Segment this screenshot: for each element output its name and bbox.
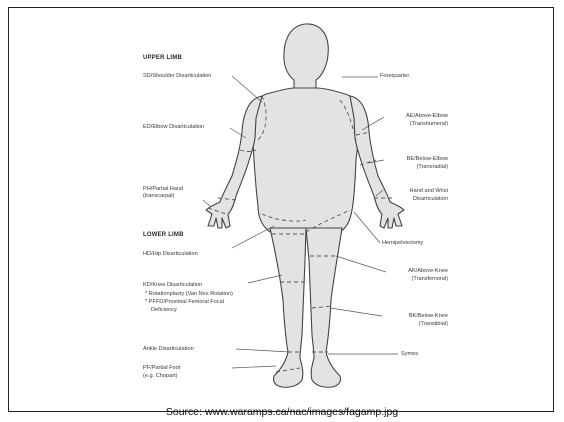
- upper-limb-heading: UPPER LIMB: [143, 55, 182, 61]
- label-below-elbow: BE/Below-Elbow: [386, 156, 448, 163]
- label-above-elbow-sub: (Transhumeral): [386, 121, 448, 128]
- left-leg: [270, 228, 306, 387]
- label-below-knee-sub: (Transtibial): [386, 321, 448, 328]
- human-figure: [206, 24, 404, 387]
- label-ankle-disarticulation: Ankle Disarticulation: [143, 346, 194, 353]
- right-leg: [306, 228, 342, 387]
- lower-limb-heading: LOWER LIMB: [143, 232, 184, 238]
- label-above-knee-sub: (Transfemoral): [386, 276, 448, 283]
- label-above-elbow: AE/Above-Elbow: [386, 113, 448, 120]
- label-kd-note-2: * PFFD/Proximal Femoral Focal: [145, 299, 224, 306]
- label-partial-hand-sub: (transcarpal): [143, 193, 174, 200]
- label-symes: Symes: [401, 351, 418, 358]
- label-kd-note-1: * Rotationplasty (Van Nes Rotation): [145, 291, 233, 298]
- label-partial-hand: PH/Partial Hand: [143, 186, 183, 193]
- label-forequarter: Forequarter: [380, 73, 409, 80]
- label-below-knee: BK/Below-Knee: [386, 313, 448, 320]
- label-kd-note-3: Deficiency: [151, 307, 177, 314]
- label-below-elbow-sub: (Transradial): [386, 164, 448, 171]
- label-partial-foot-sub: (e.g. Chopart): [143, 373, 178, 380]
- source-caption: Source: www.waramps.ca/nac/images/fagamp…: [0, 406, 564, 418]
- label-shoulder-disarticulation: SD/Shoulder Disarticulation: [143, 73, 211, 80]
- label-hip-disarticulation: HD/Hip Disarticulation: [143, 251, 198, 258]
- label-hand-wrist: Hand and Wrist: [386, 188, 448, 195]
- label-hemipelvectomy: Hemipelvectomy: [382, 240, 423, 247]
- label-knee-disarticulation: KD/Knee Disarticulation: [143, 282, 202, 289]
- torso: [252, 88, 360, 232]
- label-above-knee: AK/Above-Knee: [386, 268, 448, 275]
- label-elbow-disarticulation: ED/Elbow Disarticulation: [143, 124, 204, 131]
- label-partial-foot: PF/Partial Foot: [143, 365, 180, 372]
- label-hand-wrist-sub: Disarticulation: [386, 196, 448, 203]
